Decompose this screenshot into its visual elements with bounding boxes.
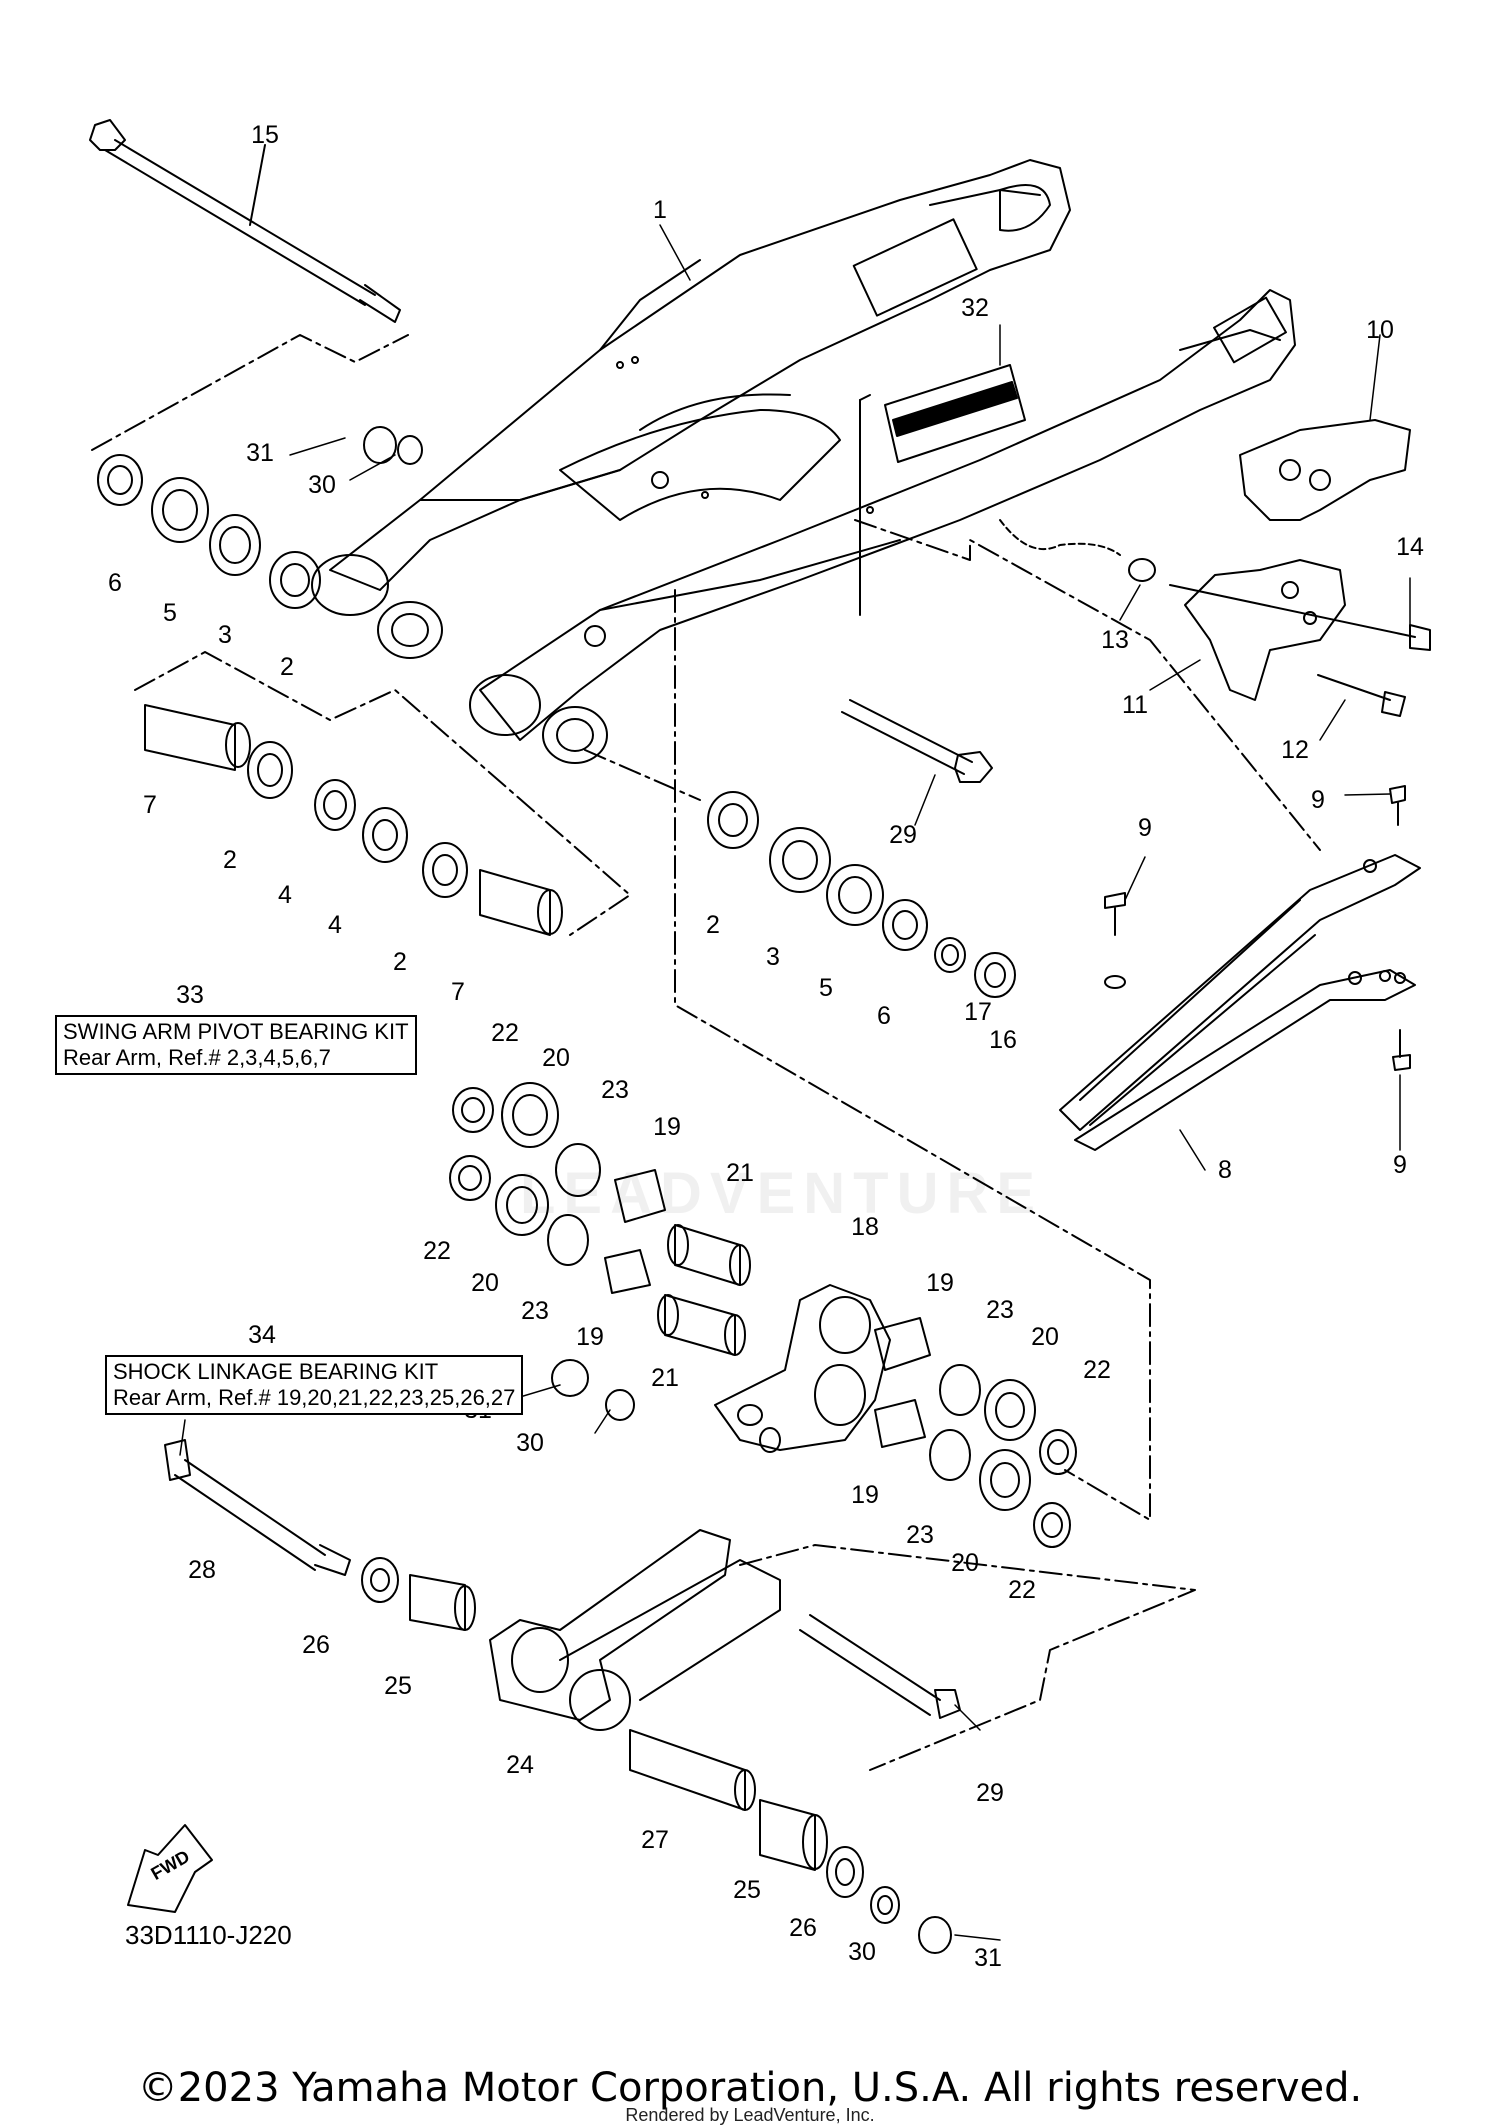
callout-30: 30 [308,471,336,499]
callout-31: 31 [246,439,274,467]
callout-17: 17 [964,998,992,1026]
callout-4: 4 [278,881,292,909]
callout-34: 34 [248,1321,276,1349]
copyright-notice: ©2023 Yamaha Motor Corporation, U.S.A. A… [137,2065,1363,2111]
callout-23: 23 [986,1296,1014,1324]
callout-28: 28 [188,1556,216,1584]
chain-guide-bracket [1185,560,1345,700]
callout-8: 8 [1218,1156,1232,1184]
callout-2: 2 [223,846,237,874]
callout-11: 11 [1122,691,1148,719]
callout-23: 23 [521,1297,549,1325]
callout-6: 6 [877,1002,891,1030]
callout-27: 27 [641,1826,669,1854]
linkage-hardware-lower [165,1360,960,1953]
callout-22: 22 [491,1019,519,1047]
watermark: LEADVENTURE [520,1161,1044,1226]
guide-screws [1105,786,1410,1070]
callout-16: 16 [989,1026,1017,1054]
callout-12: 12 [1281,736,1309,764]
callout-9: 9 [1138,814,1152,842]
mount-bolt-upper [842,700,992,782]
chain-guard-upper [1240,420,1410,520]
callout-5: 5 [819,974,833,1002]
callout-22: 22 [1083,1356,1111,1384]
linkage-bushings [658,1225,750,1355]
connecting-rod [490,1530,780,1730]
callout-19: 19 [576,1323,604,1351]
callout-22: 22 [1008,1576,1036,1604]
callout-21: 21 [651,1364,679,1392]
callout-2: 2 [280,653,294,681]
callout-leaders [180,225,1410,1940]
rendered-by-credit: Rendered by LeadVenture, Inc. [625,2105,875,2125]
swing-arm [312,160,1295,763]
shock-linkage-kit-title: SHOCK LINKAGE BEARING KIT [113,1359,439,1384]
linkage-bearings-right [875,1318,1076,1547]
callout-20: 20 [951,1549,979,1577]
callout-33: 33 [176,981,204,1009]
linkage-bearings [450,1083,665,1293]
callout-30: 30 [516,1429,544,1457]
pivot-bearings-lower [145,705,562,935]
callout-19: 19 [653,1113,681,1141]
callout-26: 26 [302,1631,330,1659]
callout-1: 1 [653,196,667,224]
callout-2: 2 [393,948,407,976]
callout-18: 18 [851,1213,879,1241]
callout-6: 6 [108,569,122,597]
callout-29: 29 [976,1779,1004,1807]
chain-guide [1060,855,1420,1150]
callout-32: 32 [961,294,989,322]
callout-9: 9 [1393,1151,1407,1179]
callout-23: 23 [906,1521,934,1549]
callout-10: 10 [1366,316,1394,344]
callout-9: 9 [1311,786,1325,814]
callout-29: 29 [889,821,917,849]
callout-23: 23 [601,1076,629,1104]
swing-arm-kit-title: SWING ARM PIVOT BEARING KIT [63,1019,409,1044]
swing-arm-kit-refs: Rear Arm, Ref.# 2,3,4,5,6,7 [63,1045,331,1070]
callout-25: 25 [733,1876,761,1904]
shock-linkage-kit-refs: Rear Arm, Ref.# 19,20,21,22,23,25,26,27 [113,1385,516,1410]
shock-linkage-kit-box: SHOCK LINKAGE BEARING KIT Rear Arm, Ref.… [105,1355,524,1415]
leader-swingarm-right [675,590,1150,1520]
callout-19: 19 [926,1269,954,1297]
swing-arm-kit-box: SWING ARM PIVOT BEARING KIT Rear Arm, Re… [55,1015,417,1075]
callout-2: 2 [706,911,720,939]
callout-19: 19 [851,1481,879,1509]
callout-21: 21 [726,1159,754,1187]
leader-axle [92,335,408,450]
callout-31: 31 [974,1944,1002,1972]
callout-26: 26 [789,1914,817,1942]
fwd-arrow-icon [128,1825,212,1912]
callout-7: 7 [451,978,465,1006]
relay-arm [715,1285,890,1452]
leader-linkage-lower [740,1545,1195,1770]
callout-3: 3 [766,943,780,971]
callout-30: 30 [848,1938,876,1966]
label-sticker [860,365,1025,615]
bracket-bolts [1129,559,1430,716]
callout-20: 20 [1031,1323,1059,1351]
callout-20: 20 [471,1269,499,1297]
pivot-axle [90,120,400,322]
leader-pivot-kit [135,652,630,935]
callout-4: 4 [328,911,342,939]
callout-14: 14 [1396,533,1424,561]
callout-15: 15 [251,121,279,149]
callout-20: 20 [542,1044,570,1072]
callout-24: 24 [506,1751,534,1779]
callout-7: 7 [143,791,157,819]
callout-22: 22 [423,1237,451,1265]
callout-5: 5 [163,599,177,627]
diagram-reference-code: 33D1110-J220 [125,1920,292,1950]
pivot-bearings-right [708,792,1015,997]
callout-25: 25 [384,1672,412,1700]
callout-13: 13 [1101,626,1129,654]
callout-3: 3 [218,621,232,649]
